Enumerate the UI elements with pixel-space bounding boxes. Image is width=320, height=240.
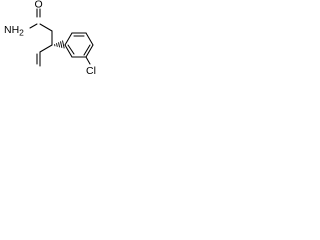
ring-bond-6 (64, 44, 73, 58)
chemical-structure: O NH2 Cl (4, 0, 96, 77)
ring-inner-double-3 (67, 44, 75, 55)
ring-bond-4 (85, 44, 94, 58)
ring-bond-3 (85, 32, 94, 46)
benzene-ring (64, 32, 94, 58)
ring-bond-1 (64, 32, 73, 46)
amine-label-main: NH (4, 24, 19, 36)
chlorine-label: Cl (86, 65, 96, 77)
amine-label: NH2 (4, 24, 24, 38)
amide-c-n-bond (29, 23, 38, 29)
amine-label-subscript: 2 (19, 28, 24, 38)
aryl-chlorine-bond (85, 56, 91, 65)
stereocenter-vinyl-bond (39, 44, 53, 53)
carbonyl-ch2-bond (39, 23, 53, 32)
oxygen-label: O (35, 0, 43, 11)
hashed-wedge-bond (54, 40, 65, 49)
ring-inner-double-2 (83, 44, 91, 56)
